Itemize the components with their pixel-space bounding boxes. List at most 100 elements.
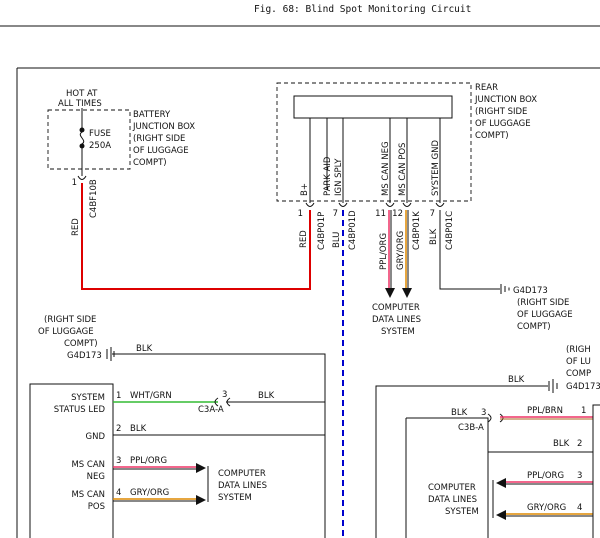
cdl-left-1: COMPUTER — [218, 469, 266, 479]
rear-jb-1: REAR — [475, 83, 498, 93]
conn-c3b: C3B-A — [458, 423, 484, 433]
g4d173-right-3: COMPT) — [517, 322, 551, 332]
rear-jb-2: JUNCTION BOX — [474, 95, 537, 105]
module-pin-label-neg-1: MS CAN — [71, 460, 105, 470]
wire-label-gry-org-right: GRY/ORG — [527, 503, 566, 513]
module-pin-label-neg-2: NEG — [87, 472, 105, 482]
module-pin-3: 3 — [116, 456, 121, 466]
module-pin-1: 1 — [116, 391, 121, 401]
rear-jb-4: OF LUGGAGE — [475, 119, 531, 129]
wire-label-ppl-org-right: PPL/ORG — [527, 471, 564, 481]
cdl-left-3: SYSTEM — [218, 493, 252, 503]
pin-label-park-aid: PARK AID — [323, 156, 333, 196]
g4d173-left-2: OF LUGGAGE — [38, 327, 94, 337]
wire-label-ppl-brn: PPL/BRN — [527, 406, 563, 416]
rear-jb-3: (RIGHT SIDE — [475, 107, 527, 117]
fuse-label: FUSE — [89, 129, 111, 139]
conn-c4bp01k: C4BP01K — [412, 211, 422, 250]
battery-jb-3: (RIGHT SIDE — [133, 134, 185, 144]
arrow-icon-neg — [385, 288, 395, 298]
wire-label-blk-c3b: BLK — [451, 408, 468, 418]
connector-symbol-c3b — [487, 413, 504, 423]
right-ground-2: OF LU — [566, 357, 591, 367]
module-pin-label-pos-2: POS — [88, 502, 105, 512]
blk-ground-wire-right — [375, 385, 548, 538]
g4d173-right-id: G4D173 — [513, 286, 548, 296]
wire-label-gry-org-left: GRY/ORG — [130, 488, 169, 498]
module-pin-label-status-1: SYSTEM — [71, 393, 105, 403]
battery-jb-1: BATTERY — [133, 110, 171, 120]
wire-label-blk: BLK — [429, 228, 439, 245]
conn-c4bf10b: C4BF10B — [89, 179, 99, 218]
wire-label-ppl-org: PPL/ORG — [379, 233, 389, 270]
pin-c4bp01k-pos: 12 — [392, 209, 403, 219]
blk-ground-wire-left — [112, 353, 326, 538]
battery-jb-2: JUNCTION BOX — [132, 122, 195, 132]
battery-jb-5: COMPT) — [133, 158, 167, 168]
wire-label-blk-ground-left: BLK — [136, 344, 153, 354]
cdl-right-3: SYSTEM — [445, 507, 479, 517]
cdl-top-1: COMPUTER — [372, 303, 420, 313]
wire-label-blk-right-2: BLK — [553, 439, 570, 449]
pin-label-ign-sply: IGN SPLY — [334, 158, 344, 196]
ground-icon-right — [548, 379, 558, 393]
fuse-terminal-bottom — [79, 143, 85, 149]
pin-label-system-gnd: SYSTEM GND — [431, 139, 441, 196]
ground-icon-top — [500, 284, 510, 294]
pin-c4bp01k-neg: 11 — [375, 209, 386, 219]
rear-jb-box — [276, 82, 472, 202]
fuse-rating: 250A — [89, 141, 111, 151]
wire-label-blk-c3a: BLK — [258, 391, 275, 401]
module-pin-4: 4 — [116, 488, 121, 498]
pin-label-ms-can-neg: MS CAN NEG — [381, 141, 391, 196]
pin-c4bp01c: 7 — [430, 209, 435, 219]
g4d173-right-1: (RIGHT SIDE — [517, 298, 569, 308]
fuse-icon — [79, 112, 85, 158]
rear-jb-5: COMPT) — [475, 131, 509, 141]
arrow-icon-right-pos — [496, 510, 506, 520]
right-pin-1: 1 — [581, 406, 586, 416]
connector-symbols-rear-jb — [305, 202, 445, 207]
battery-jb-box — [47, 109, 131, 170]
wire-label-blk-right-ground: BLK — [508, 375, 525, 385]
right-ground-1: (RIGH — [566, 345, 591, 355]
wire-label-red: RED — [299, 230, 309, 248]
cdl-right-2: DATA LINES — [428, 495, 477, 505]
pin-c4bp01p: 1 — [298, 209, 303, 219]
cdl-top-3: SYSTEM — [381, 327, 415, 337]
left-module-box — [29, 383, 114, 538]
blk-c3b-wire — [406, 417, 489, 538]
hot-label-1: HOT AT — [66, 89, 98, 99]
wire-label-ppl-org-left: PPL/ORG — [130, 456, 167, 466]
arrow-icon-left-pos — [196, 495, 206, 505]
cdl-left-2: DATA LINES — [218, 481, 267, 491]
right-module-box — [592, 404, 600, 538]
arrow-icon-right-neg — [496, 478, 506, 488]
right-pin-4: 4 — [577, 503, 582, 513]
hot-label-2: ALL TIMES — [58, 99, 102, 109]
pin-c3a: 3 — [222, 390, 227, 400]
g4d173-right-2: OF LUGGAGE — [517, 310, 573, 320]
pin-c3b: 3 — [481, 408, 486, 418]
pin-c4bf10b: 1 — [72, 178, 77, 188]
module-pin-label-status-2: STATUS LED — [54, 405, 106, 415]
arrow-icon-left-neg — [196, 463, 206, 473]
wire-label-blu: BLU — [332, 232, 342, 248]
module-pin-label-gnd: GND — [86, 432, 106, 442]
g4d173-left-id: G4D173 — [67, 351, 102, 361]
wire-label-red-left: RED — [71, 218, 81, 236]
rear-jb-module — [293, 95, 453, 119]
red-wire — [81, 183, 311, 290]
right-ground-id: G4D173 — [566, 382, 600, 392]
module-pin-2: 2 — [116, 424, 121, 434]
conn-c4bp01c: C4BP01C — [445, 211, 455, 250]
g4d173-left-1: (RIGHT SIDE — [44, 315, 96, 325]
connector-symbol-c4bf10b — [77, 158, 87, 180]
battery-jb-4: OF LUGGAGE — [133, 146, 189, 156]
rear-jb-internal-wires — [309, 118, 441, 203]
wire-label-gry-org: GRY/ORG — [396, 231, 406, 270]
figure-title: Fig. 68: Blind Spot Monitoring Circuit — [254, 4, 471, 15]
conn-c4bp01p: C4BP01P — [317, 212, 327, 250]
conn-c3a: C3A-A — [198, 405, 224, 415]
